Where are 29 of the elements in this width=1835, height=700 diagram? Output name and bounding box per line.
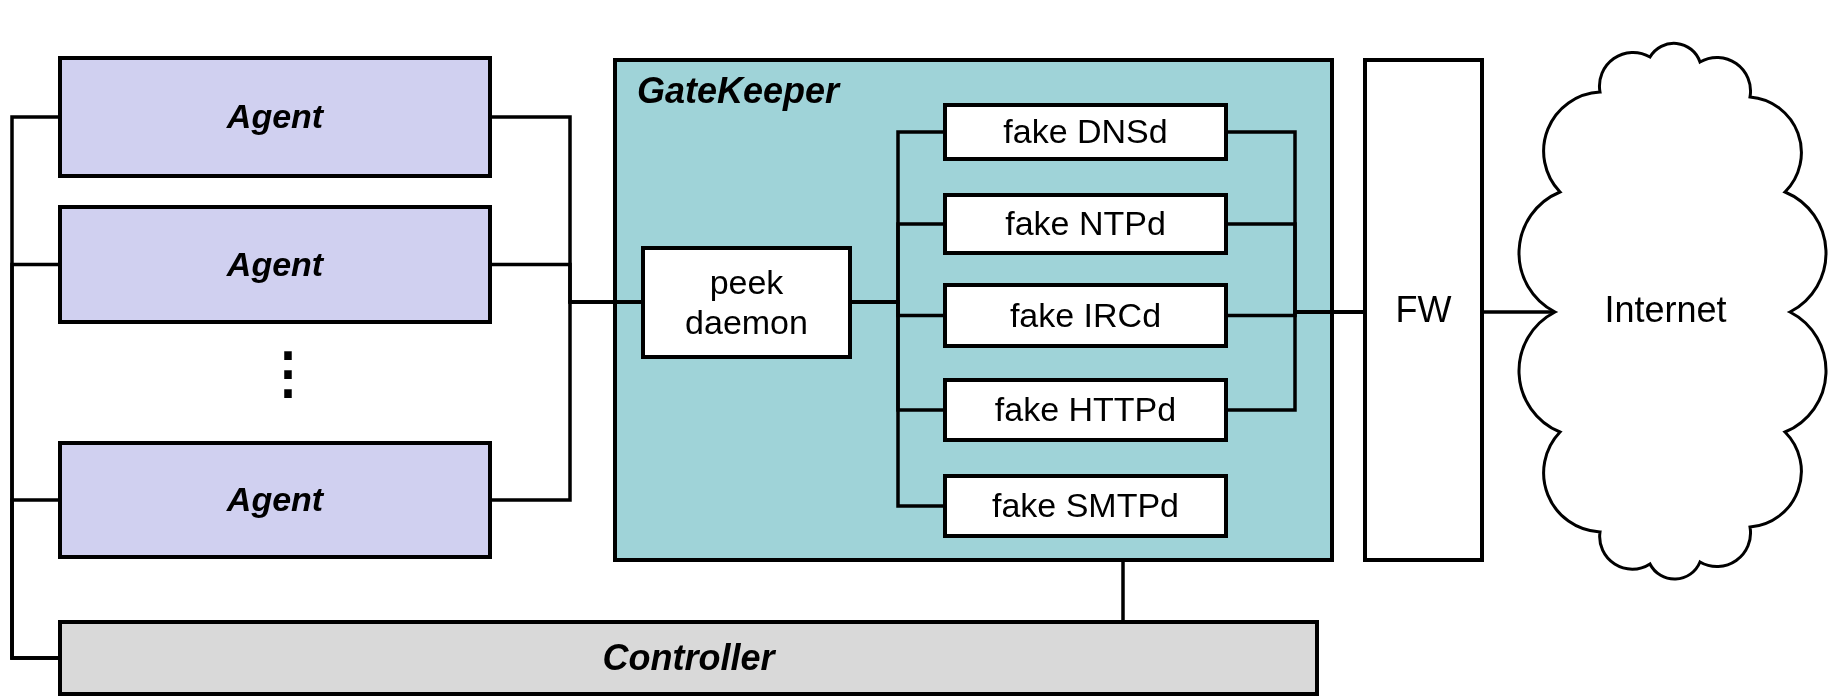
- firewall-box: [1363, 58, 1484, 562]
- ellipsis-mark: ⋮: [260, 345, 316, 401]
- process-box: [943, 474, 1228, 538]
- agent-box: [58, 56, 492, 178]
- process-label: peek daemon: [684, 263, 809, 342]
- agent-label: Agent: [226, 244, 324, 285]
- process-label: fake NTPd: [1005, 204, 1166, 244]
- agent-label: Agent: [226, 97, 324, 137]
- agent-label: Agent: [226, 480, 324, 520]
- controller-label: Controller: [602, 637, 775, 679]
- connector-line: [10, 498, 58, 660]
- agent-box: [58, 205, 492, 324]
- process-box: [641, 246, 852, 359]
- process-box: [943, 283, 1228, 348]
- firewall-label: FW: [1395, 289, 1452, 331]
- process-label: fake SMTPd: [991, 486, 1180, 526]
- connector-line: [1121, 562, 1125, 620]
- panel-title: GateKeeper: [637, 70, 840, 112]
- process-box: [943, 193, 1228, 255]
- process-label: fake HTTPd: [994, 390, 1177, 430]
- process-box: [943, 378, 1228, 442]
- connector-line: [492, 300, 641, 502]
- process-label: fake IRCd: [1009, 295, 1162, 336]
- cloud-label: Internet: [1604, 289, 1727, 331]
- controller-bar: [58, 620, 1319, 696]
- agent-box: [58, 441, 492, 559]
- gatekeeper-panel: [613, 58, 1334, 562]
- process-label: fake DNSd: [1003, 112, 1168, 152]
- process-box: [943, 103, 1228, 161]
